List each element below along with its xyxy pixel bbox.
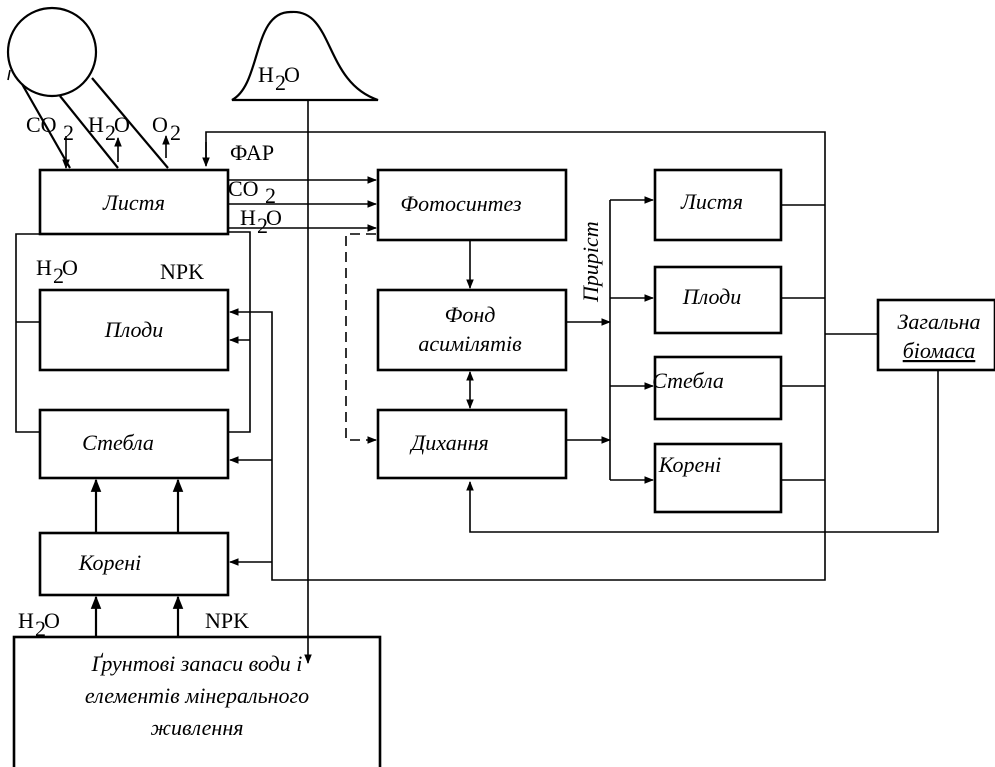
respiration-label: Дихання [409,430,489,455]
svg-text:2: 2 [265,183,276,208]
svg-text:O: O [44,608,60,633]
growth-distribution-arrows [566,196,654,484]
svg-text:O: O [284,62,300,87]
svg-text:2: 2 [170,120,181,145]
svg-text:O: O [266,205,282,230]
left-fruits-box [38,288,230,372]
svg-text:2: 2 [53,263,64,288]
photosynthesis-box [376,168,568,242]
right-fruits-box [653,265,783,335]
left-h2o-label: H 2 O [36,255,78,288]
top-o2-label: O 2 [152,112,181,145]
left-transport-lines [15,231,273,637]
growth-label: Приріст [578,221,603,303]
gas-exchange-arrows [62,135,170,169]
respiration-box [376,408,568,480]
svg-text:H: H [258,62,274,87]
assimilates-label-line-1: Фонд [445,302,496,327]
sun-icon [6,6,169,169]
assimilates-fund-box [376,288,568,372]
left-npk-label: NPK [160,259,204,284]
svg-text:O: O [114,112,130,137]
left-fruits-label: Плоди [104,317,164,342]
top-co2-label: CO 2 [26,112,74,145]
flow-h2o-label: H 2 O [240,205,282,238]
svg-text:CO: CO [26,112,57,137]
svg-text:2: 2 [105,120,116,145]
left-leaves-box [38,168,230,236]
organs-to-biomass-lines [466,204,939,533]
svg-text:H: H [36,255,52,280]
right-leaves-label: Листя [680,189,743,214]
svg-text:CO: CO [228,176,259,201]
soil-label-line-2: елементів мінерального [85,683,309,708]
cloud-h2o-label: H 2 O [258,62,300,95]
left-roots-label: Корені [78,550,142,575]
svg-text:H: H [88,112,104,137]
right-roots-label: Корені [658,452,722,477]
soil-label-line-3: живлення [151,715,244,740]
left-stems-label: Стебла [82,430,154,455]
soil-label-line-1: Ґрунтові запаси води і [91,651,303,676]
total-biomass-box [876,298,995,372]
left-leaves-label: Листя [102,190,165,215]
leaves-to-photosynthesis-arrows [228,176,377,232]
svg-text:2: 2 [275,70,286,95]
svg-text:2: 2 [63,120,74,145]
svg-text:2: 2 [257,213,268,238]
right-roots-box [653,442,783,514]
soil-reserves-box [12,635,382,767]
svg-text:O: O [62,255,78,280]
assimilates-label-line-2: асимілятів [418,331,522,356]
right-stems-label: Стебла [652,368,724,393]
right-fruits-label: Плоди [682,284,742,309]
svg-text:2: 2 [35,616,46,641]
left-stems-box [38,408,230,480]
photosynthesis-label: Фотосинтез [400,191,521,216]
svg-text:O: O [152,112,168,137]
bottom-npk-label: NPK [205,608,249,633]
svg-text:H: H [18,608,34,633]
biomass-label-line-1: Загальна [898,309,981,334]
left-roots-box [38,531,230,597]
flow-co2-label: CO 2 [228,176,276,208]
par-loop-line [202,131,826,581]
middle-flow-arrows [345,233,474,444]
biomass-label-line-2: біомаса [903,338,976,363]
rain-cloud-icon [231,10,379,102]
svg-text:H: H [240,205,256,230]
bottom-h2o-label: H 2 O [18,608,60,641]
right-stems-box [653,355,783,421]
par-label: ФАР [230,140,274,165]
top-h2o-label: H 2 O [88,112,130,145]
